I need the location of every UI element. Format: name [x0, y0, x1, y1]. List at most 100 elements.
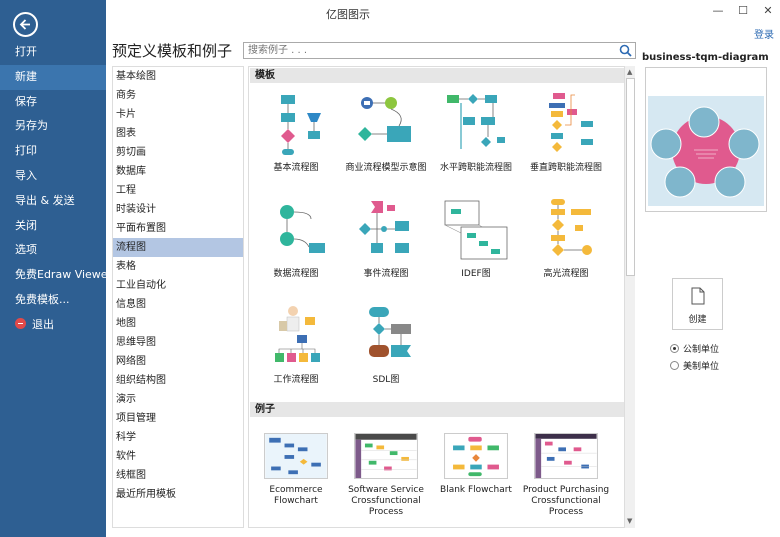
title-bar: 亿图图示 — ☐ ✕: [106, 0, 780, 26]
menu-item-free-viewer[interactable]: 免费Edraw Viewer: [15, 268, 113, 282]
login-link[interactable]: 登录: [754, 30, 774, 41]
template-tile[interactable]: 数据流程图: [251, 197, 341, 280]
templates-section-header: 模板: [250, 68, 625, 83]
category-item[interactable]: 工业自动化: [116, 280, 166, 291]
back-button[interactable]: [13, 12, 38, 37]
software-service-thumbnail: [354, 433, 418, 479]
product-purchasing-thumbnail: [534, 433, 598, 479]
category-item-selected[interactable]: 流程图: [113, 238, 243, 257]
category-item[interactable]: 信息图: [116, 299, 146, 310]
template-tile[interactable]: 水平跨职能流程图: [431, 91, 521, 174]
example-tile[interactable]: Software Service Crossfunctional Process: [341, 433, 431, 518]
menu-item-exit-label: 退出: [32, 317, 54, 331]
category-item[interactable]: 线框图: [116, 470, 146, 481]
category-item[interactable]: 商务: [116, 90, 136, 101]
menu-item-print[interactable]: 打印: [15, 144, 37, 158]
category-item[interactable]: 工程: [116, 185, 136, 196]
search-icon[interactable]: [619, 44, 632, 57]
new-document-icon: [691, 287, 704, 305]
category-item[interactable]: 平面布置图: [116, 223, 166, 234]
category-item[interactable]: 组织结构图: [116, 375, 166, 386]
us-units-radio[interactable]: [670, 361, 679, 370]
horizontal-crossfunctional-thumbnail: [447, 94, 505, 149]
scroll-thumb[interactable]: [626, 78, 635, 276]
menu-item-free-templates[interactable]: 免费模板...: [15, 292, 70, 306]
close-button[interactable]: ✕: [763, 4, 773, 17]
template-gallery: 模板 基本流程图 商业流程模型示意图: [248, 66, 635, 528]
example-tile[interactable]: Blank Flowchart: [431, 433, 521, 496]
examples-section-header: 例子: [250, 402, 625, 417]
preview-thumbnail: [645, 67, 767, 212]
idef-diagram-thumbnail: [444, 200, 508, 260]
category-item[interactable]: 思维导图: [116, 337, 156, 348]
menu-item-save[interactable]: 保存: [15, 94, 37, 108]
template-tile[interactable]: 商业流程模型示意图: [341, 91, 431, 174]
menu-item-new[interactable]: 新建: [0, 64, 106, 90]
example-tile[interactable]: Product Purchasing Crossfunctional Proce…: [521, 433, 611, 518]
vertical-crossfunctional-thumbnail: [549, 93, 593, 152]
menu-item-open[interactable]: 打开: [15, 45, 37, 58]
maximize-button[interactable]: ☐: [738, 4, 748, 17]
window-title: 亿图图示: [326, 8, 370, 21]
template-label: 事件流程图: [363, 269, 409, 279]
template-tile[interactable]: IDEF图: [431, 197, 521, 280]
ecommerce-flowchart-thumbnail: [264, 433, 328, 479]
search-input[interactable]: [244, 43, 614, 58]
template-tile[interactable]: 基本流程图: [251, 91, 341, 174]
minimize-button[interactable]: —: [712, 4, 724, 17]
category-item[interactable]: 基本绘图: [116, 71, 156, 82]
category-item[interactable]: 软件: [116, 451, 136, 462]
backstage-menu: 打开 新建 保存 另存为 打印 导入 导出 & 发送 关闭 选项 免费Edraw…: [0, 40, 113, 338]
scroll-up-arrow-icon[interactable]: ▲: [627, 68, 633, 76]
category-item[interactable]: 科学: [116, 432, 136, 443]
category-item[interactable]: 图表: [116, 128, 136, 139]
tqm-diagram-preview: [646, 68, 766, 211]
category-list: 基本绘图 商务 卡片 图表 剪切画 数据库 工程 时装设计 平面布置图 流程图 …: [112, 66, 244, 528]
menu-item-exit[interactable]: 退出: [0, 313, 106, 338]
category-item[interactable]: 演示: [116, 394, 136, 405]
menu-item-export-send[interactable]: 导出 & 发送: [15, 193, 75, 207]
us-units-label: 美制单位: [683, 362, 720, 372]
template-tile[interactable]: 工作流程图: [251, 303, 341, 386]
blank-flowchart-thumbnail: [444, 433, 508, 479]
category-item[interactable]: 表格: [116, 261, 136, 272]
template-tile[interactable]: 事件流程图: [341, 197, 431, 280]
gallery-scrollbar[interactable]: ▲ ▼: [624, 66, 635, 528]
template-tile[interactable]: 垂直跨职能流程图: [521, 91, 611, 174]
category-item[interactable]: 最近所用模板: [116, 489, 176, 500]
template-label: 工作流程图: [273, 375, 319, 385]
example-tile[interactable]: Ecommerce Flowchart: [251, 433, 341, 507]
metric-units-radio[interactable]: [670, 344, 679, 353]
metric-units-label: 公制单位: [683, 345, 720, 355]
category-item[interactable]: 地图: [116, 318, 136, 329]
category-item[interactable]: 网络图: [116, 356, 146, 367]
category-item[interactable]: 时装设计: [116, 204, 156, 215]
create-button-label: 创建: [688, 315, 707, 325]
data-flowchart-thumbnail: [280, 205, 325, 253]
category-item[interactable]: 数据库: [116, 166, 146, 177]
template-tile[interactable]: SDL图: [341, 303, 431, 386]
template-label: 数据流程图: [273, 269, 319, 279]
sdl-diagram-thumbnail: [369, 307, 411, 357]
menu-item-import[interactable]: 导入: [15, 168, 37, 182]
menu-item-options[interactable]: 选项: [15, 243, 37, 257]
preview-template-name: business-tqm-diagram: [642, 52, 769, 63]
highlight-flowchart-thumbnail: [551, 199, 592, 256]
template-label: SDL图: [372, 375, 400, 385]
basic-flowchart-thumbnail: [281, 95, 321, 155]
template-tile[interactable]: 高光流程图: [521, 197, 611, 280]
search-box: [243, 42, 636, 59]
us-units-option[interactable]: 美制单位: [670, 359, 719, 372]
menu-item-close[interactable]: 关闭: [15, 218, 37, 232]
category-item[interactable]: 项目管理: [116, 413, 156, 424]
template-label: IDEF图: [461, 269, 491, 279]
example-label: Product Purchasing Crossfunctional Proce…: [522, 485, 610, 517]
create-button[interactable]: 创建: [672, 278, 723, 330]
category-item[interactable]: 剪切画: [116, 147, 146, 158]
backstage-sidebar: 打开 新建 保存 另存为 打印 导入 导出 & 发送 关闭 选项 免费Edraw…: [0, 0, 113, 537]
menu-item-save-as[interactable]: 另存为: [15, 119, 48, 133]
scroll-down-arrow-icon[interactable]: ▼: [627, 517, 633, 525]
category-item[interactable]: 卡片: [116, 109, 136, 120]
metric-units-option[interactable]: 公制单位: [670, 342, 719, 355]
business-process-thumbnail: [358, 97, 411, 142]
